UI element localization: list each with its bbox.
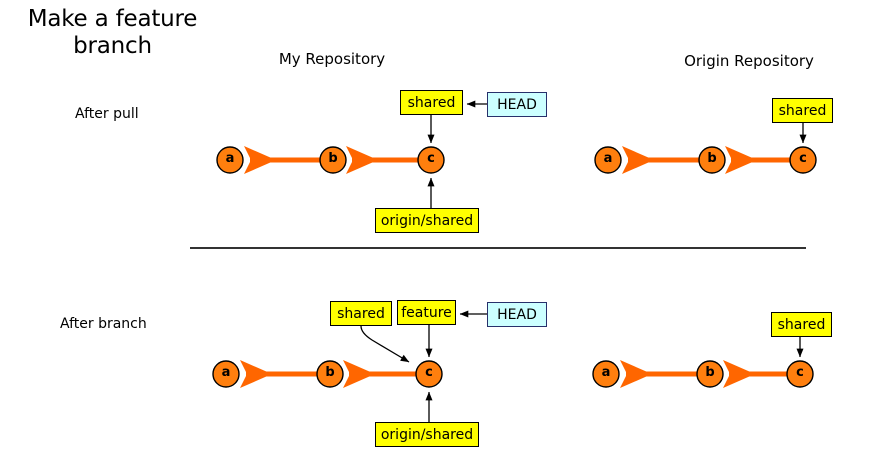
commit-node-b[interactable] [696, 360, 724, 388]
page-title: Make a feature branch [10, 6, 215, 60]
commit-node-c[interactable] [415, 360, 443, 388]
commit-node-a[interactable] [592, 360, 620, 388]
commit-node-b[interactable] [319, 146, 347, 174]
ref-box-shared[interactable]: shared [772, 98, 833, 123]
commit-node-a[interactable] [216, 146, 244, 174]
commit-node-c[interactable] [417, 146, 445, 174]
commit-node-c[interactable] [786, 360, 814, 388]
row-label-after-pull: After pull [75, 106, 139, 122]
commit-nodes-layer [212, 146, 817, 388]
ref-box-origin-shared[interactable]: origin/shared [375, 422, 479, 447]
page-title-line-1: Make a feature [27, 6, 198, 32]
commit-node-a[interactable] [212, 360, 240, 388]
my-repository-header: My Repository [278, 50, 386, 68]
ref-box-origin-shared[interactable]: origin/shared [375, 208, 479, 233]
edges-after-branch-origin-repo [619, 337, 804, 389]
row-label-after-branch: After branch [60, 316, 147, 332]
commit-node-a[interactable] [594, 146, 622, 174]
ref-box-shared[interactable]: shared [771, 312, 832, 337]
ref-pointer-shared-to-c [360, 325, 410, 363]
ref-box-feature[interactable]: feature [397, 300, 456, 325]
head-box[interactable]: HEAD [487, 302, 547, 327]
ref-box-shared[interactable]: shared [330, 301, 392, 326]
edges-after-pull-origin-repo [621, 123, 807, 175]
origin-repository-header: Origin Repository [684, 52, 814, 70]
head-box[interactable]: HEAD [487, 92, 547, 117]
edges-after-pull-my-repo [243, 100, 487, 208]
commit-node-b[interactable] [698, 146, 726, 174]
commit-node-b[interactable] [316, 360, 344, 388]
page-title-line-2: branch [73, 33, 152, 60]
ref-box-shared[interactable]: shared [400, 90, 463, 115]
commit-node-c[interactable] [789, 146, 817, 174]
edges-after-branch-my-repo [239, 310, 487, 422]
